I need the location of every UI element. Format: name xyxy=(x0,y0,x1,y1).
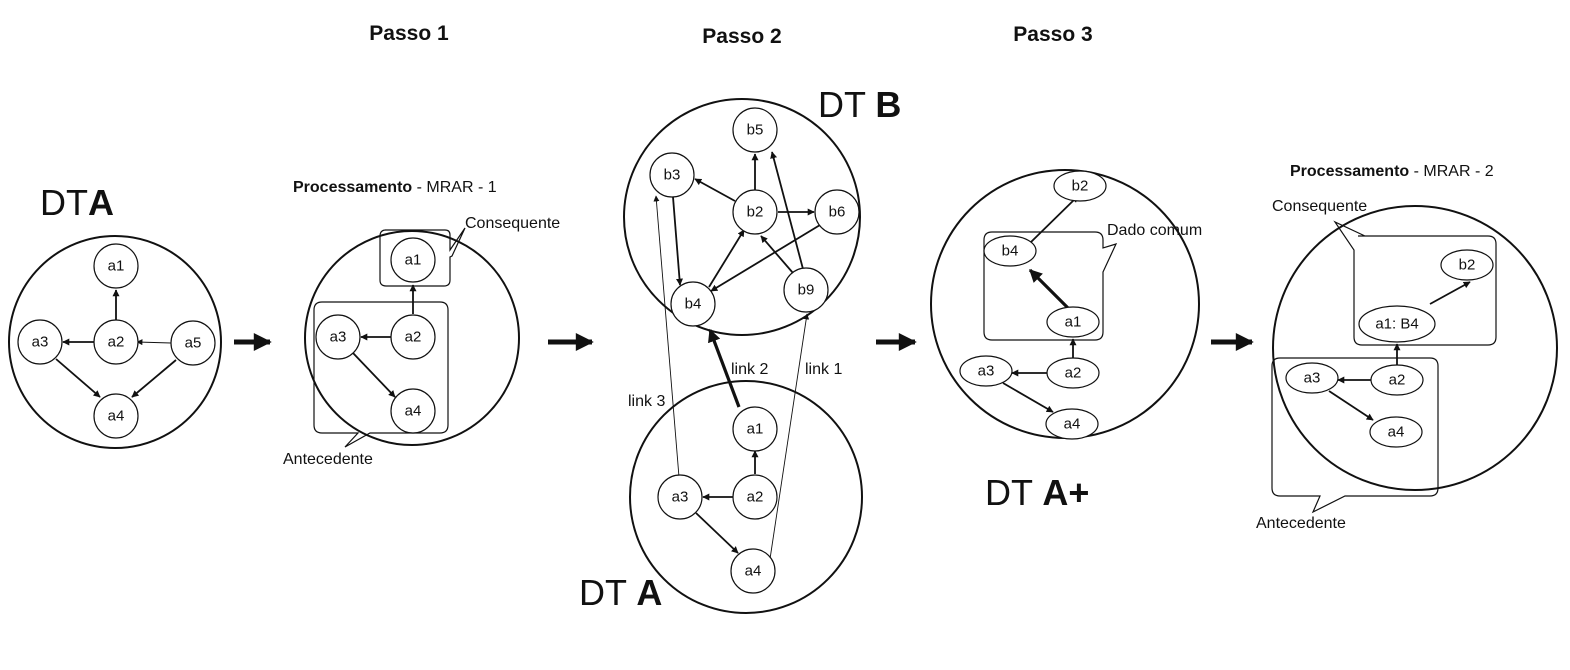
node-a1 xyxy=(390,237,436,283)
dt-a-step2-label: DT A xyxy=(579,572,662,613)
node-a2 xyxy=(1046,357,1100,389)
link-1-label: link 1 xyxy=(805,361,842,378)
node-a1 xyxy=(732,406,778,452)
node-b9-label: b9 xyxy=(798,282,815,299)
step-1-title: Passo 1 xyxy=(369,22,449,45)
consequent-label-1: Consequente xyxy=(465,215,560,232)
processing-1-title: Processamento - MRAR - 1 xyxy=(293,179,497,196)
panel-processing-1: Processamento - MRAR - 1 Consequente Ant… xyxy=(283,179,560,468)
node-a2-label: a2 xyxy=(747,489,764,506)
node-b4 xyxy=(670,281,716,327)
node-a4 xyxy=(93,393,139,439)
panel-processing-2: Processamento - MRAR - 2 Consequente Ant… xyxy=(1256,163,1558,532)
node-a5-label: a5 xyxy=(185,335,202,352)
node-a4-label: a4 xyxy=(1388,424,1405,441)
node-b2-label: b2 xyxy=(1459,257,1476,274)
dt-b-circle xyxy=(623,98,861,336)
node-b2 xyxy=(732,189,778,235)
node-a4-label: a4 xyxy=(1064,416,1081,433)
panel-dt-a-plus: DT A+ Dado comum b2 b4 a1 a2 a3 a4 xyxy=(930,169,1202,513)
node-a1 xyxy=(93,243,139,289)
common-data-label: Dado comum xyxy=(1107,222,1202,239)
node-a1-label: a1 xyxy=(747,421,764,438)
node-a2 xyxy=(732,474,778,520)
node-a2 xyxy=(93,319,139,365)
link-3-label: link 3 xyxy=(628,393,665,410)
node-b3-label: b3 xyxy=(664,167,681,184)
node-b3 xyxy=(649,152,695,198)
antecedent-label-2: Antecedente xyxy=(1256,515,1346,532)
node-b4 xyxy=(983,235,1037,267)
node-a3 xyxy=(1285,362,1339,394)
node-a4 xyxy=(730,548,776,594)
node-a4 xyxy=(1045,408,1099,440)
node-b2 xyxy=(1440,249,1494,281)
antecedent-label-1: Antecedente xyxy=(283,451,373,468)
node-a2-label: a2 xyxy=(1065,365,1082,382)
node-a3-label: a3 xyxy=(330,329,347,346)
consequent-callout-box xyxy=(379,227,466,287)
node-a3 xyxy=(657,474,703,520)
node-a3-label: a3 xyxy=(32,334,49,351)
dt-a-step2-circle xyxy=(629,380,863,614)
step-3-title: Passo 3 xyxy=(1013,23,1092,46)
node-a3 xyxy=(17,319,63,365)
node-a4-label: a4 xyxy=(405,403,422,420)
link-2-label: link 2 xyxy=(731,361,768,378)
node-b4-label: b4 xyxy=(1002,243,1019,260)
consequent-label-2: Consequente xyxy=(1272,198,1367,215)
node-a3-label: a3 xyxy=(978,363,995,380)
node-a3-label: a3 xyxy=(1304,370,1321,387)
node-b2 xyxy=(1053,170,1107,202)
node-a2-label: a2 xyxy=(405,329,422,346)
node-a1-b4 xyxy=(1358,305,1436,343)
node-a4 xyxy=(1369,416,1423,448)
dt-a-initial-circle xyxy=(8,235,222,449)
node-b6 xyxy=(814,189,860,235)
consequent-callout-box xyxy=(1333,220,1497,346)
node-a3-label: a3 xyxy=(672,489,689,506)
dt-b-label: DT B xyxy=(818,84,901,125)
node-a3 xyxy=(315,314,361,360)
node-a1-label: a1 xyxy=(405,252,422,269)
node-a2-label: a2 xyxy=(1389,372,1406,389)
node-a1-b4-label: a1: B4 xyxy=(1375,316,1418,333)
panel-dt-a-initial: DTA a1 a2 a3 a4 a5 xyxy=(8,182,222,449)
node-a1 xyxy=(1046,306,1100,338)
node-b5-label: b5 xyxy=(747,122,764,139)
processing-2-title: Processamento - MRAR - 2 xyxy=(1290,163,1494,180)
node-a2 xyxy=(1370,364,1424,396)
node-a5 xyxy=(170,320,216,366)
node-a4 xyxy=(390,388,436,434)
node-a1-label: a1 xyxy=(108,258,125,275)
node-a2 xyxy=(390,314,436,360)
node-b2-label: b2 xyxy=(1072,178,1089,195)
antecedent-callout-box xyxy=(313,301,449,448)
processing-1-circle xyxy=(304,230,520,446)
node-a4-label: a4 xyxy=(745,563,762,580)
panel-step-2: DT B DT A link 2 link 1 link 3 b5 b3 b xyxy=(579,84,901,614)
node-a1-label: a1 xyxy=(1065,314,1082,331)
dt-a-plus-label: DT A+ xyxy=(985,472,1089,513)
processing-2-circle xyxy=(1272,205,1558,491)
antecedent-callout-box xyxy=(1271,357,1439,514)
common-data-callout-box xyxy=(983,231,1118,341)
node-a2-label: a2 xyxy=(108,334,125,351)
node-a4-label: a4 xyxy=(108,408,125,425)
step-2-title: Passo 2 xyxy=(702,25,781,48)
node-b2-label: b2 xyxy=(747,204,764,221)
node-b9 xyxy=(783,267,829,313)
dt-a-initial-label: DTA xyxy=(40,182,114,223)
node-b4-label: b4 xyxy=(685,296,702,313)
node-b5 xyxy=(732,107,778,153)
node-b6-label: b6 xyxy=(829,204,846,221)
node-a3 xyxy=(959,355,1013,387)
